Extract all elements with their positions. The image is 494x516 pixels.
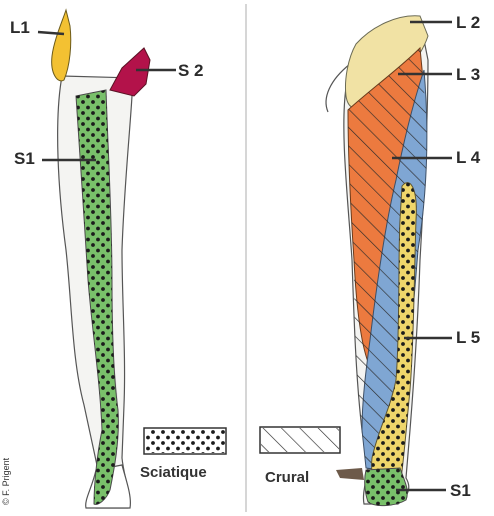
label-s1-left: S1 <box>14 149 35 168</box>
label-l1: L1 <box>10 18 30 37</box>
label-l2: L 2 <box>456 13 480 32</box>
label-s1-right: S1 <box>450 481 471 500</box>
legend-sciatique: Sciatique <box>140 428 226 481</box>
dermatome-s1-right-dots <box>365 468 408 506</box>
left-leg <box>52 10 150 508</box>
label-s2: S 2 <box>178 61 204 80</box>
label-l4: L 4 <box>456 148 481 167</box>
right-heel-shadow <box>336 468 364 480</box>
label-l5: L 5 <box>456 328 480 347</box>
legend-crural: Crural <box>260 427 340 486</box>
right-leg <box>326 16 428 506</box>
label-l3: L 3 <box>456 65 480 84</box>
dermatome-l1 <box>52 10 71 81</box>
legend-sciatique-label: Sciatique <box>140 464 207 481</box>
legend-crural-hatch <box>261 428 339 452</box>
photo-credit: © F. Prigent <box>1 457 11 505</box>
dermatome-s2 <box>110 48 150 96</box>
legend-sciatique-dots <box>145 429 225 453</box>
legend-crural-label: Crural <box>265 469 309 486</box>
